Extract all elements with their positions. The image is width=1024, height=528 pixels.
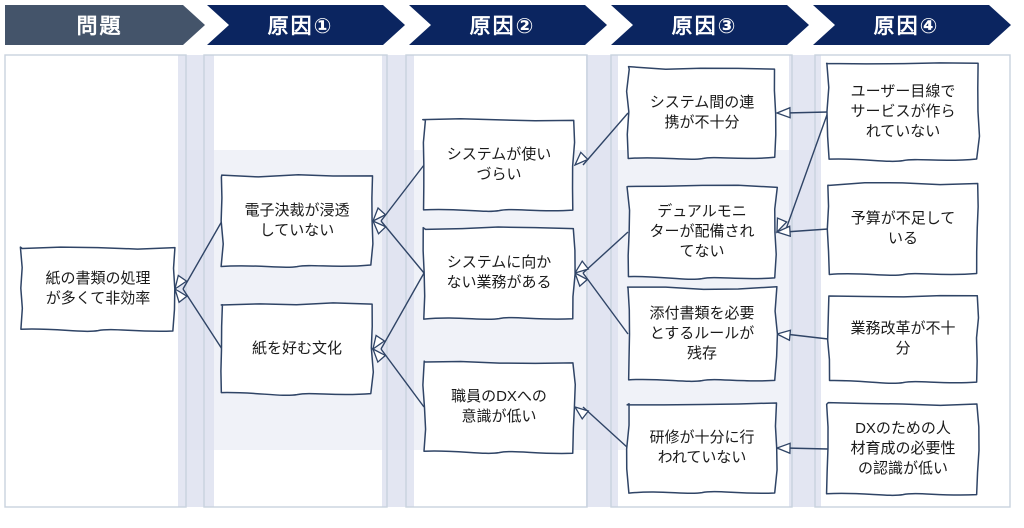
node-box-c3d[interactable] xyxy=(625,402,778,495)
arrowhead-icon xyxy=(775,225,791,238)
header-chevron-problem[interactable] xyxy=(5,5,205,45)
node-box-c1a[interactable] xyxy=(220,173,374,269)
arrowhead-icon xyxy=(775,442,791,455)
node-box-c4b[interactable] xyxy=(826,181,979,277)
arrowhead-icon xyxy=(776,217,788,234)
arrowhead-icon xyxy=(573,259,590,275)
header-chevron-cause-3[interactable] xyxy=(611,5,809,45)
column-panel-cause1 xyxy=(203,54,388,508)
arrowhead-icon xyxy=(775,329,792,342)
connector-c2b-to-c1b xyxy=(371,272,425,351)
connector-c4a-to-c3a xyxy=(775,106,829,119)
node-box-c3c[interactable] xyxy=(626,285,779,383)
node-box-c4d[interactable] xyxy=(825,401,980,497)
arrowhead-icon xyxy=(371,334,386,351)
connector-c3a-to-c2a xyxy=(573,112,629,167)
column-panel-cause3 xyxy=(610,54,793,508)
node-box-c2b[interactable] xyxy=(422,226,576,321)
connector-c3c-to-c2b xyxy=(573,271,629,335)
connector-c4c-to-c3c xyxy=(775,329,829,342)
connector-c3b-to-c2b xyxy=(573,231,629,275)
arrowhead-icon xyxy=(173,274,188,291)
arrowhead-icon xyxy=(371,347,387,364)
node-box-c3a[interactable] xyxy=(625,65,777,161)
header-chevron-cause-1[interactable] xyxy=(207,5,405,45)
node-box-c1b[interactable] xyxy=(220,302,375,397)
arrowhead-icon xyxy=(173,287,189,304)
arrowhead-icon xyxy=(573,405,590,421)
connector-c3d-to-c2c xyxy=(573,405,629,449)
connector-layer xyxy=(173,106,829,455)
node-box-c4a[interactable] xyxy=(825,62,981,163)
node-box-p1[interactable] xyxy=(19,246,176,333)
connector-c4d-to-c3d xyxy=(775,442,829,455)
connector-c2a-to-c1a xyxy=(371,164,425,223)
connector-c1b-to-p1 xyxy=(173,287,223,350)
arrowhead-icon xyxy=(573,271,589,288)
node-box-c2c[interactable] xyxy=(422,360,577,455)
arrowhead-icon xyxy=(775,106,791,119)
connector-c2c-to-c1b xyxy=(371,347,425,408)
connector-c4b-to-c3b xyxy=(775,225,829,238)
header-chevron-cause-2[interactable] xyxy=(409,5,607,45)
connector-c1a-to-p1 xyxy=(173,220,223,291)
node-box-c3b[interactable] xyxy=(626,184,779,281)
node-box-c4c[interactable] xyxy=(826,294,980,385)
arrowhead-icon xyxy=(371,206,387,223)
connector-c2b-to-c1a xyxy=(371,219,425,274)
header-chevron-cause-4[interactable] xyxy=(813,5,1011,45)
connector-c4a-to-c3b xyxy=(776,111,829,234)
column-panel-cause2 xyxy=(405,54,588,508)
arrowhead-icon xyxy=(573,151,589,167)
arrowhead-icon xyxy=(371,219,387,235)
node-box-c2a[interactable] xyxy=(422,118,576,213)
column-panel-cause4 xyxy=(814,54,1011,508)
